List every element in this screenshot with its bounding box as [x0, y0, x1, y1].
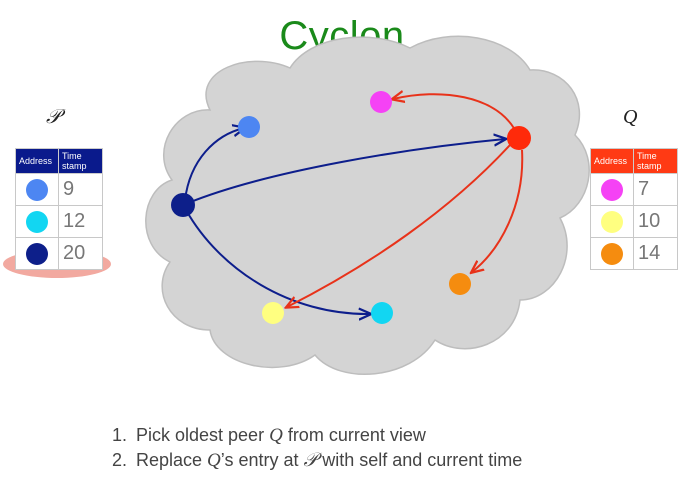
timestamp-header: Time stamp — [58, 148, 103, 174]
view-row: 12 — [15, 205, 103, 238]
step-number: 2. — [112, 450, 128, 470]
peer-address-dot — [601, 178, 623, 201]
timestamp-cell: 10 — [633, 205, 678, 238]
address-header: Address — [15, 148, 59, 174]
arrow-p-to-q — [187, 139, 505, 204]
timestamp-cell: 20 — [58, 237, 103, 270]
view-row: 9 — [15, 173, 103, 206]
peer-address-dot — [601, 242, 623, 265]
peer-address-dot — [26, 210, 48, 233]
address-cell — [15, 173, 59, 206]
address-cell — [590, 205, 634, 238]
arrow-q-to-magenta — [393, 94, 516, 131]
arrow-q-to-yellow — [287, 144, 511, 307]
view-row: 7 — [590, 173, 678, 206]
step-text: ’s entry at — [220, 450, 304, 470]
step-text: Replace — [136, 450, 208, 470]
orange-node — [449, 273, 471, 295]
timestamp-cell: 14 — [633, 237, 678, 270]
arrow-q-to-orange — [472, 149, 524, 272]
step-number: 1. — [112, 425, 128, 445]
step-2: 2. Replace Q’s entry at 𝒫 with self and c… — [112, 448, 522, 473]
peer-p-node — [171, 193, 195, 217]
peer-q-node — [507, 126, 531, 150]
step-text: Pick oldest peer — [136, 425, 270, 445]
peer-q-symbol: Q — [207, 450, 221, 471]
peer-q-symbol: Q — [269, 425, 283, 446]
peer-address-dot — [26, 178, 48, 201]
step-text: with self and current time — [317, 450, 523, 470]
peer-q-label: Q — [623, 106, 638, 128]
address-cell — [15, 205, 59, 238]
address-cell — [590, 173, 634, 206]
yellow-node — [262, 302, 284, 324]
peer-p-symbol: 𝒫 — [303, 450, 318, 471]
timestamp-header: Time stamp — [633, 148, 678, 174]
address-cell — [15, 237, 59, 270]
magenta-node — [370, 91, 392, 113]
timestamp-cell: 7 — [633, 173, 678, 206]
address-cell — [590, 237, 634, 270]
view-row: 14 — [590, 237, 678, 270]
timestamp-cell: 9 — [58, 173, 103, 206]
peer-address-dot — [26, 242, 48, 265]
step-1: 1. Pick oldest peer Q from current view — [112, 423, 522, 448]
timestamp-cell: 12 — [58, 205, 103, 238]
network-cloud — [145, 35, 590, 375]
view-row: 10 — [590, 205, 678, 238]
steps-list: 1. Pick oldest peer Q from current view 2… — [112, 423, 522, 473]
view-row: 20 — [15, 237, 103, 270]
peer-address-dot — [601, 210, 623, 233]
step-text: from current view — [282, 425, 426, 445]
arrow-p-to-cyan — [185, 209, 370, 314]
address-header: Address — [590, 148, 634, 174]
arrow-p-to-blue — [184, 128, 244, 201]
peer-p-label: 𝒫 — [46, 106, 61, 128]
cyan-node — [371, 302, 393, 324]
blue-node — [238, 116, 260, 138]
